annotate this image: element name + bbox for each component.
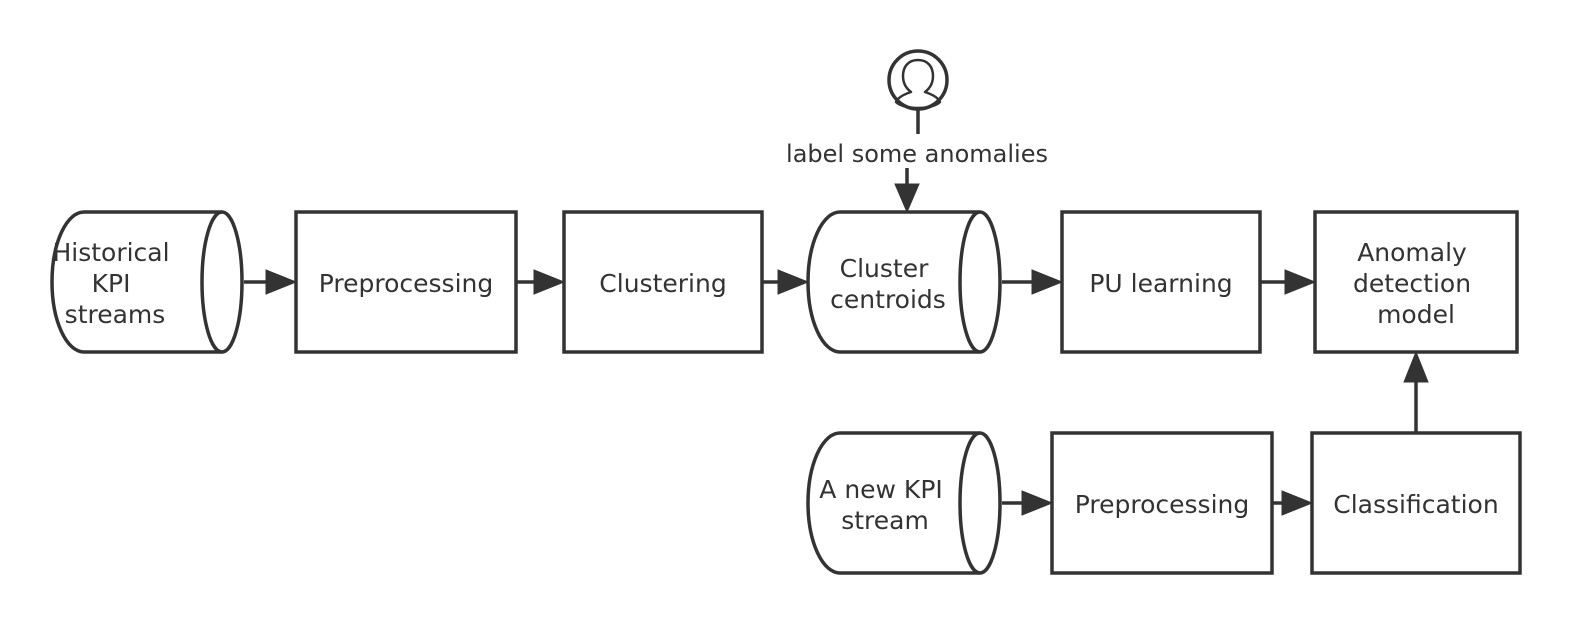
cylinder-historical-kpi-streams: Historical KPI streams xyxy=(50,210,244,354)
node-new-kpi-line1: A new KPI xyxy=(819,475,943,504)
arrow-centroids-to-pu-learning xyxy=(1002,269,1064,295)
svg-text:Anomaly detection: Anomaly detection model xyxy=(1353,238,1479,329)
box-classification: Classification xyxy=(1310,431,1522,575)
arrow-clustering-to-centroids xyxy=(762,269,810,295)
box-clustering: Clustering xyxy=(562,210,764,354)
node-anomaly-model-line3: model xyxy=(1377,300,1455,329)
node-pu-learning: PU learning xyxy=(1089,269,1232,298)
node-historical-kpi-line1: Historical xyxy=(52,238,169,267)
arrow-historical-to-preprocessing xyxy=(244,269,298,295)
node-cluster-centroids-line2: centroids xyxy=(830,285,946,314)
box-anomaly-detection-model: Anomaly detection model xyxy=(1313,210,1519,354)
annotation-label: label some anomalies xyxy=(786,140,1048,168)
box-preprocessing-top: Preprocessing xyxy=(294,210,518,354)
svg-text:Historical KPI str: Historical KPI streams xyxy=(52,238,177,329)
node-cluster-centroids-line1: Cluster xyxy=(840,254,929,283)
svg-text:A new KPI stream: A new KPI stream xyxy=(819,475,950,535)
arrow-preprocessing-to-clustering xyxy=(516,269,566,295)
cylinder-new-kpi-stream: A new KPI stream xyxy=(806,431,1002,575)
box-pu-learning: PU learning xyxy=(1060,210,1262,354)
arrow-label-to-centroids xyxy=(894,168,920,214)
arrow-preprocessing-to-classification xyxy=(1272,490,1314,516)
cylinder-cluster-centroids: Cluster centroids xyxy=(806,210,1002,354)
node-preprocessing-top: Preprocessing xyxy=(319,269,493,298)
node-clustering: Clustering xyxy=(599,269,726,298)
node-new-kpi-line2: stream xyxy=(841,506,929,535)
node-historical-kpi-line3: streams xyxy=(65,300,166,329)
node-classification: Classification xyxy=(1333,490,1498,519)
node-preprocessing-bottom: Preprocessing xyxy=(1075,490,1249,519)
arrow-new-kpi-to-preprocessing xyxy=(1002,490,1054,516)
arrow-classification-to-model xyxy=(1403,350,1429,433)
node-historical-kpi-line2: KPI xyxy=(92,269,131,298)
person-icon xyxy=(887,49,949,134)
box-preprocessing-bottom: Preprocessing xyxy=(1050,431,1274,575)
svg-text:Cluster centroids: Cluster centroids xyxy=(830,254,946,314)
node-anomaly-model-line2: detection xyxy=(1353,269,1471,298)
node-anomaly-model-line1: Anomaly xyxy=(1357,238,1467,267)
arrow-pu-learning-to-model xyxy=(1260,269,1317,295)
